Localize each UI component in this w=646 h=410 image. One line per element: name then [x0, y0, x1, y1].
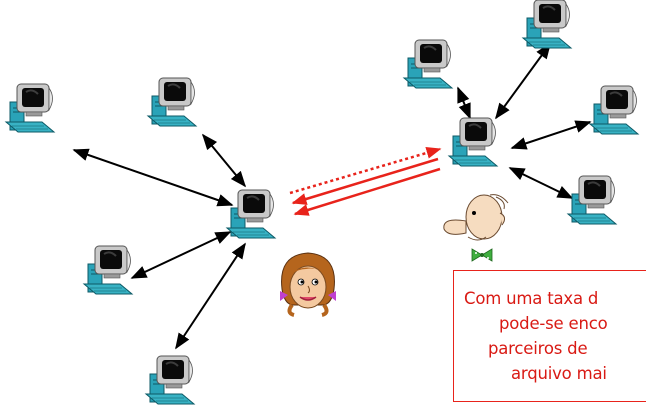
callout-line-1: Com uma taxa d: [464, 289, 599, 308]
computer-icon: [522, 0, 572, 49]
callout-line-3: parceiros de: [488, 339, 588, 358]
stream-dotted: [289, 147, 442, 195]
link-bottom-alice: [175, 242, 246, 350]
stream-lower: [293, 167, 441, 216]
link-upper-left-alice: [201, 133, 247, 188]
link-top-middle-bob: [457, 86, 471, 120]
man-cartoon-icon: [443, 194, 509, 262]
computer-icon: [403, 39, 453, 89]
link-left-alice: [72, 148, 234, 207]
callout-box: Com uma taxa d pode-se enco parceiros de…: [453, 270, 646, 402]
computer-icon: [567, 175, 617, 225]
link-right-bob: [510, 120, 592, 150]
callout-line-2: pode-se enco: [499, 314, 608, 333]
stream-upper: [291, 157, 439, 205]
link-bottom-left-alice: [130, 231, 232, 279]
woman-cartoon-icon: [280, 252, 336, 317]
link-top-right-bob: [495, 42, 551, 120]
computer-icon: [5, 83, 55, 133]
computer-icon: [226, 189, 276, 239]
computer-icon: [83, 245, 133, 295]
link-lower-right-bob: [508, 167, 574, 199]
computer-icon: [145, 355, 195, 405]
computer-icon: [589, 85, 639, 135]
computer-icon: [147, 77, 197, 127]
callout-line-4: arquivo mai: [511, 364, 607, 383]
computer-icon: [448, 117, 498, 167]
